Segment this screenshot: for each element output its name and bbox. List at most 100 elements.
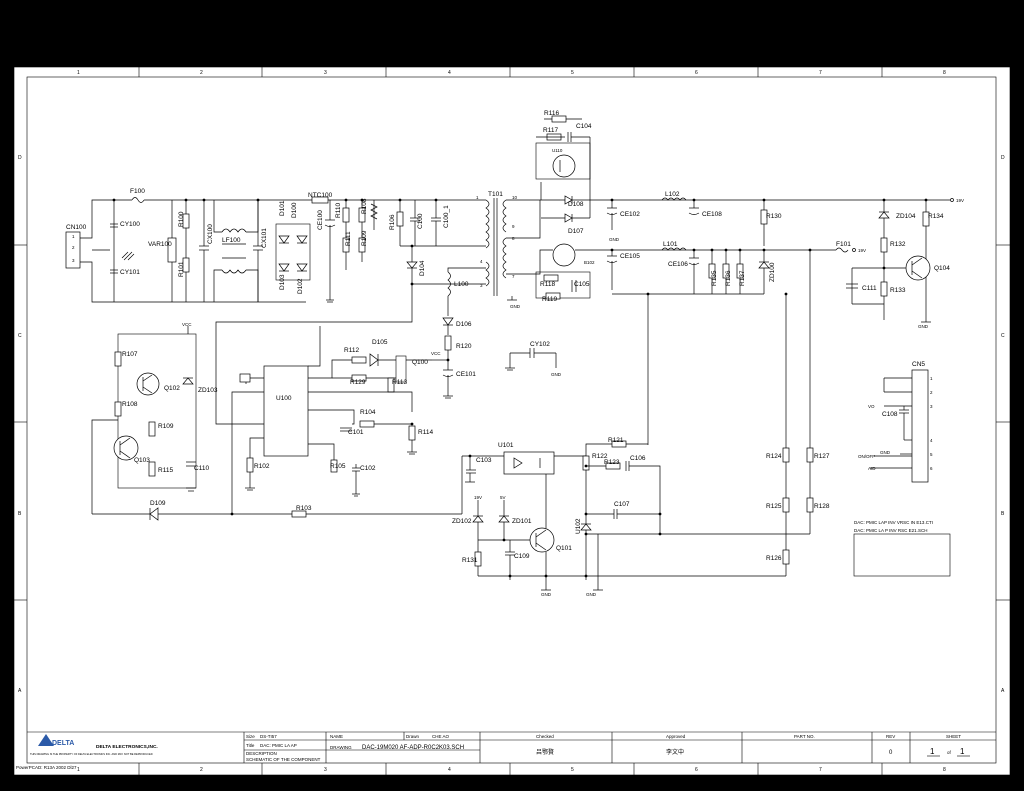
ref-r124: R124 (766, 453, 782, 460)
title-value: DAC: PMIC LA AP (260, 743, 297, 748)
net-label-vcc: VCC (431, 351, 441, 356)
ref-c104: C104 (576, 123, 592, 130)
connector-cn5: CN5 VO C108 GND ON/OFF AID 12 34 56 (858, 361, 933, 483)
col-label: 1 (77, 767, 80, 773)
fuse-f100 (131, 197, 145, 203)
ref-r123: R123 (604, 459, 620, 466)
ref-c102: C102 (360, 465, 376, 472)
ref-r128: R128 (814, 503, 830, 510)
ref-r113: R113 (392, 379, 407, 386)
title-block-size-label: Size (246, 734, 255, 739)
row-label: A (18, 688, 22, 694)
net-label-v5: 5V (500, 495, 506, 500)
ref-f100: F100 (130, 188, 145, 195)
ref-ce102: CE102 (620, 211, 640, 218)
ref-l100: L100 (454, 281, 469, 288)
col-label: 1 (77, 70, 80, 76)
mosfet-b102 (552, 243, 576, 267)
col-label: 3 (324, 767, 327, 773)
svg-text:6: 6 (930, 466, 933, 471)
svg-text:2: 2 (72, 245, 75, 250)
title-block-title-label: Title (246, 743, 255, 748)
ref-zd104: ZD104 (896, 213, 916, 220)
row-label: B (18, 511, 22, 517)
ref-b102: B102 (584, 260, 595, 265)
transistor-q102 (136, 372, 160, 396)
ref-d103: D103 (279, 274, 286, 290)
ref-r136: R136 (725, 270, 732, 286)
net-label-vcc: VCC (182, 322, 192, 327)
choke-lf100 (221, 228, 247, 233)
net-label-onoff: ON/OFF (858, 454, 875, 459)
ref-r111: R111 (345, 231, 352, 246)
notes-box: DAC: PMIC LAP INV VRSC IN E13.CTI DAC: P… (853, 520, 951, 577)
svg-text:1: 1 (476, 195, 479, 200)
title-block-approved-label: Approved (666, 734, 686, 739)
svg-text:9: 9 (512, 224, 515, 229)
optocoupler-u101 (503, 451, 555, 475)
ref-r116: R116 (544, 110, 559, 117)
ref-d109: D109 (150, 500, 166, 507)
ref-c110: C110 (194, 465, 209, 472)
transistor-q101 (529, 527, 555, 553)
ref-zd102: ZD102 (452, 518, 472, 525)
ref-c100_1: C100_1 (443, 205, 450, 228)
ref-d100: D100 (291, 202, 298, 218)
title-block-part-label: PART NO. (794, 734, 815, 739)
col-label: 6 (695, 70, 698, 76)
sheet-paper (14, 67, 1010, 775)
sheet-total: 1 (960, 747, 965, 756)
ref-r112: R112 (344, 347, 359, 354)
title-block-rev-label: REV (886, 734, 895, 739)
ref-c111: C111 (862, 285, 877, 292)
net-label-out19v: 19V (474, 495, 482, 500)
ref-d107: D107 (568, 228, 584, 235)
net-label-gnd: GND (510, 304, 521, 309)
ref-r109b: R109 (158, 423, 174, 430)
col-label: 4 (448, 767, 451, 773)
ref-c107: C107 (614, 501, 630, 508)
ref-c106: C106 (630, 455, 646, 462)
ref-ntc100: NTC100 (308, 192, 333, 199)
ic-u100 (263, 365, 309, 457)
ref-c100: C100 (417, 213, 424, 229)
ref-d102: D102 (297, 278, 304, 294)
input-filter: CN100 123 F100 CY100 CY101 VAR100 R100 R… (65, 188, 486, 303)
ref-d105: D105 (372, 339, 388, 346)
net-label-gnd: GND (880, 450, 891, 455)
ref-u101: U101 (498, 442, 514, 449)
ref-r109: R109 (361, 230, 368, 246)
sheet-number: 1 (930, 747, 935, 756)
svg-text:5: 5 (930, 452, 933, 457)
ref-l101: L101 (663, 241, 678, 248)
svg-text:10: 10 (512, 195, 518, 200)
pwm-controller: U100 R102 R112 D105 R129 Q100 R113 R104 … (215, 284, 433, 514)
ref-ce100: CE100 (317, 210, 324, 230)
ref-r130: R130 (766, 213, 782, 220)
row-label: A (1001, 688, 1005, 694)
title-block-name-label: NAME (330, 734, 343, 739)
row-label: B (1001, 511, 1005, 517)
ref-ce101: CE101 (456, 371, 476, 378)
col-label: 3 (324, 70, 327, 76)
ref-r118: R118 (540, 281, 555, 288)
ref-ce108: CE108 (702, 211, 722, 218)
svg-text:3: 3 (930, 404, 933, 409)
junction-dots (112, 198, 928, 578)
ref-d108: D108 (568, 201, 584, 208)
title-block: DELTA DELTA ELECTRONICS,INC. THIS DRAWIN… (16, 731, 996, 770)
ref-zd103: ZD103 (198, 387, 218, 394)
ref-cn5: CN5 (912, 361, 925, 368)
ref-var100: VAR100 (148, 241, 172, 248)
ref-r132: R132 (890, 241, 906, 248)
ref-r114: R114 (418, 429, 433, 436)
ref-q100: Q100 (412, 359, 428, 366)
fuse-f101 (835, 247, 849, 253)
ref-r125: R125 (766, 503, 782, 510)
ref-r101: R101 (178, 261, 185, 277)
output-filter: CE102 GND L102 CE108 R130 CE105 L101 CE1… (606, 191, 964, 445)
mosfet-q100 (395, 355, 407, 383)
svg-text:2: 2 (930, 390, 933, 395)
